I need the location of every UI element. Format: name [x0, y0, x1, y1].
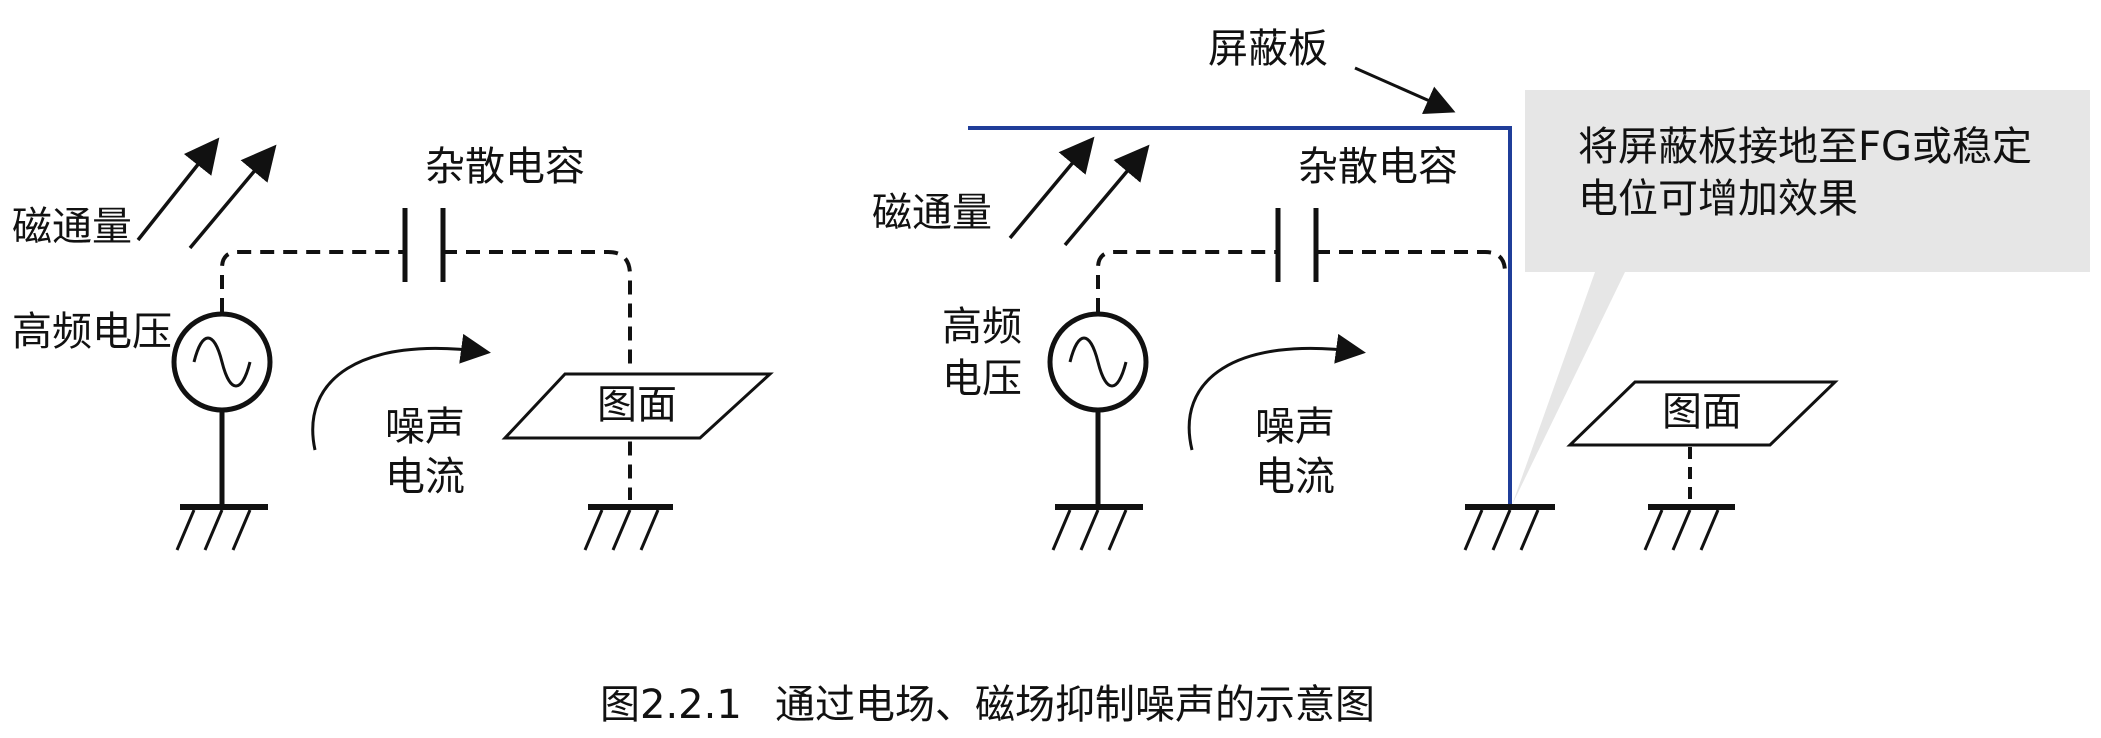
pattern-label: 图面: [597, 382, 677, 428]
ground-icon: [583, 504, 673, 551]
hf-voltage-label: 高频: [942, 304, 1022, 350]
magnetic-flux-label: 磁通量: [12, 204, 132, 250]
noise-current-arrow: [1187, 333, 1366, 451]
sine-wave-icon: [192, 336, 252, 388]
shield-pointer-arrow: [1354, 66, 1456, 115]
hf-voltage-label: 高频电压: [12, 309, 172, 355]
pattern-plane: [501, 372, 774, 440]
stray-capacitance-label: 杂散电容: [425, 144, 585, 190]
left-circuit: 磁通量 杂散电容 高频电压 噪声 电流 图面: [12, 137, 774, 551]
pattern-plane: [1566, 380, 1839, 447]
noise-current-label: 电流: [1255, 454, 1335, 500]
noise-current-arrow: [311, 333, 491, 451]
ground-icon: [1643, 504, 1735, 551]
pattern-label: 图面: [1662, 389, 1742, 435]
callout-box: 将屏蔽板接地至FG或稳定 电位可增加效果: [1512, 90, 2090, 505]
stray-capacitance-path: [220, 250, 405, 312]
hf-voltage-label: 电压: [942, 356, 1022, 402]
magnetic-flux-arrow: [1008, 136, 1095, 240]
ground-icon: [1051, 504, 1143, 551]
stray-capacitance-path: [1096, 250, 1278, 312]
magnetic-flux-label: 磁通量: [872, 190, 992, 236]
noise-current-label: 电流: [385, 454, 465, 500]
callout-text: 电位可增加效果: [1578, 176, 1858, 222]
ground-icon: [1463, 504, 1555, 551]
magnetic-flux-arrow: [188, 144, 277, 250]
shield-plate: [968, 126, 1512, 505]
magnetic-flux-arrow: [1063, 144, 1150, 247]
stray-capacitance-label: 杂散电容: [1298, 144, 1458, 190]
sine-wave-icon: [1068, 336, 1128, 388]
magnetic-flux-arrow: [136, 137, 220, 242]
figure-caption: 通过电场、磁场抑制噪声的示意图: [775, 682, 1375, 728]
ground-icon: [175, 504, 268, 551]
stray-capacitance-path: [1316, 250, 1507, 273]
noise-current-label: 噪声: [385, 404, 465, 450]
noise-current-label: 噪声: [1255, 404, 1335, 450]
figure-number: 图2.2.1: [600, 682, 742, 728]
right-circuit: 屏蔽板 将屏蔽板接地至FG或稳定 电位可增加效果 磁通量 杂散电容 高频 电压: [872, 26, 2090, 551]
stray-capacitance-path: [443, 250, 632, 500]
shield-plate-label: 屏蔽板: [1208, 26, 1328, 72]
callout-text: 将屏蔽板接地至FG或稳定: [1578, 124, 2032, 170]
